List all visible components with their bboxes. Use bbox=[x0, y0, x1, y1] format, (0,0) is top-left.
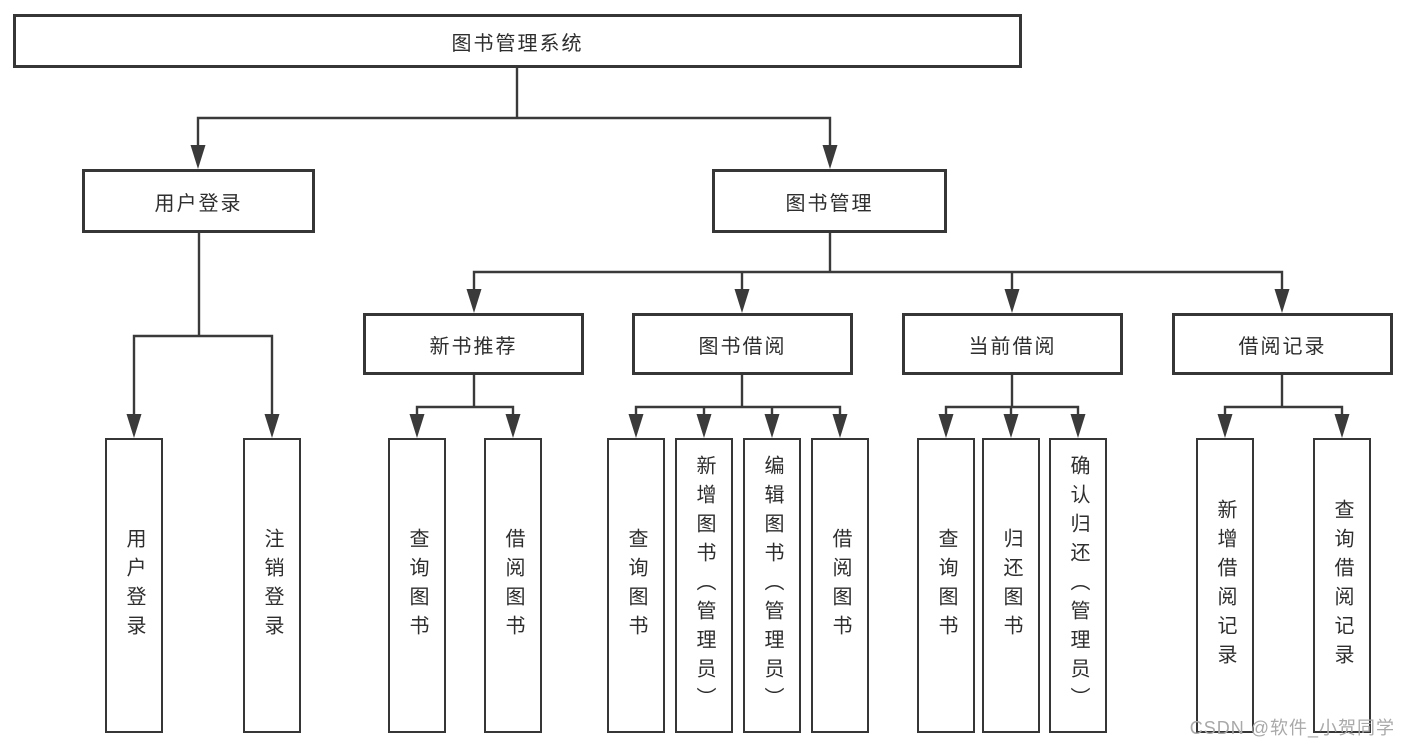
leaf-book-borrow-0: 查询图书 bbox=[607, 438, 665, 733]
connector-user-login-group bbox=[132, 233, 274, 416]
leaf-user-login-1: 注销登录 bbox=[243, 438, 301, 733]
watermark: CSDN @软件_小贺同学 bbox=[1189, 718, 1395, 738]
arrow-down-icon bbox=[409, 414, 425, 438]
node-root: 图书管理系统 bbox=[13, 14, 1022, 68]
leaf-current-borrow-2: 确认归还（管理员） bbox=[1049, 438, 1107, 733]
leaf-label: 查询借阅记录 bbox=[1331, 498, 1353, 673]
node-book-borrow: 图书借阅 bbox=[632, 313, 853, 375]
leaf-label: 确认归还（管理员） bbox=[1067, 455, 1089, 716]
leaf-label: 新增借阅记录 bbox=[1214, 498, 1236, 673]
leaf-current-borrow-1: 归还图书 bbox=[982, 438, 1040, 733]
arrow-down-icon bbox=[264, 414, 280, 438]
node-book-management-label: 图书管理 bbox=[785, 192, 874, 215]
node-current-borrow: 当前借阅 bbox=[902, 313, 1123, 375]
node-root-label: 图书管理系统 bbox=[451, 32, 584, 55]
leaf-label: 查询图书 bbox=[406, 527, 428, 644]
leaf-user-login-0: 用户登录 bbox=[105, 438, 163, 733]
arrow-down-icon bbox=[822, 145, 838, 169]
node-user-login: 用户登录 bbox=[82, 169, 315, 233]
leaf-label: 注销登录 bbox=[261, 527, 283, 644]
leaf-current-borrow-0: 查询图书 bbox=[917, 438, 975, 733]
arrow-down-icon bbox=[1003, 414, 1019, 438]
leaf-label: 查询图书 bbox=[935, 527, 957, 644]
arrow-down-icon bbox=[1004, 289, 1020, 313]
connector-book-borrow-group bbox=[634, 375, 842, 416]
arrow-down-icon bbox=[1334, 414, 1350, 438]
leaf-label: 借阅图书 bbox=[829, 527, 851, 644]
node-borrow-records-label: 借阅记录 bbox=[1238, 335, 1327, 358]
leaf-new-books-0: 查询图书 bbox=[388, 438, 446, 733]
node-new-books-label: 新书推荐 bbox=[429, 335, 518, 358]
leaf-label: 新增图书（管理员） bbox=[693, 455, 715, 716]
node-current-borrow-label: 当前借阅 bbox=[968, 335, 1057, 358]
arrow-down-icon bbox=[190, 145, 206, 169]
node-borrow-records: 借阅记录 bbox=[1172, 313, 1393, 375]
leaf-label: 查询图书 bbox=[625, 527, 647, 644]
connector-book-management-rail bbox=[472, 233, 1284, 291]
arrow-down-icon bbox=[1274, 289, 1290, 313]
leaf-book-borrow-2: 编辑图书（管理员） bbox=[743, 438, 801, 733]
leaf-label: 借阅图书 bbox=[502, 527, 524, 644]
arrow-down-icon bbox=[505, 414, 521, 438]
leaf-new-books-1: 借阅图书 bbox=[484, 438, 542, 733]
leaf-label: 归还图书 bbox=[1000, 527, 1022, 644]
node-book-borrow-label: 图书借阅 bbox=[698, 335, 787, 358]
arrow-down-icon bbox=[126, 414, 142, 438]
leaf-borrow-records-0: 新增借阅记录 bbox=[1196, 438, 1254, 733]
leaf-label: 用户登录 bbox=[123, 527, 145, 644]
arrow-down-icon bbox=[466, 289, 482, 313]
arrow-down-icon bbox=[734, 289, 750, 313]
leaf-book-borrow-3: 借阅图书 bbox=[811, 438, 869, 733]
node-book-management: 图书管理 bbox=[712, 169, 947, 233]
connector-new-books-group bbox=[415, 375, 515, 416]
arrow-down-icon bbox=[1217, 414, 1233, 438]
arrow-down-icon bbox=[628, 414, 644, 438]
node-new-books: 新书推荐 bbox=[363, 313, 584, 375]
arrow-down-icon bbox=[938, 414, 954, 438]
node-user-login-label: 用户登录 bbox=[154, 192, 243, 215]
connector-current-borrow-group bbox=[944, 375, 1080, 416]
arrow-down-icon bbox=[764, 414, 780, 438]
arrow-down-icon bbox=[832, 414, 848, 438]
leaf-label: 编辑图书（管理员） bbox=[761, 455, 783, 716]
arrow-down-icon bbox=[1070, 414, 1086, 438]
arrow-down-icon bbox=[696, 414, 712, 438]
leaf-borrow-records-1: 查询借阅记录 bbox=[1313, 438, 1371, 733]
leaf-book-borrow-1: 新增图书（管理员） bbox=[675, 438, 733, 733]
connector-level2-rail bbox=[196, 116, 832, 147]
connector-borrow-records-group bbox=[1223, 375, 1344, 416]
